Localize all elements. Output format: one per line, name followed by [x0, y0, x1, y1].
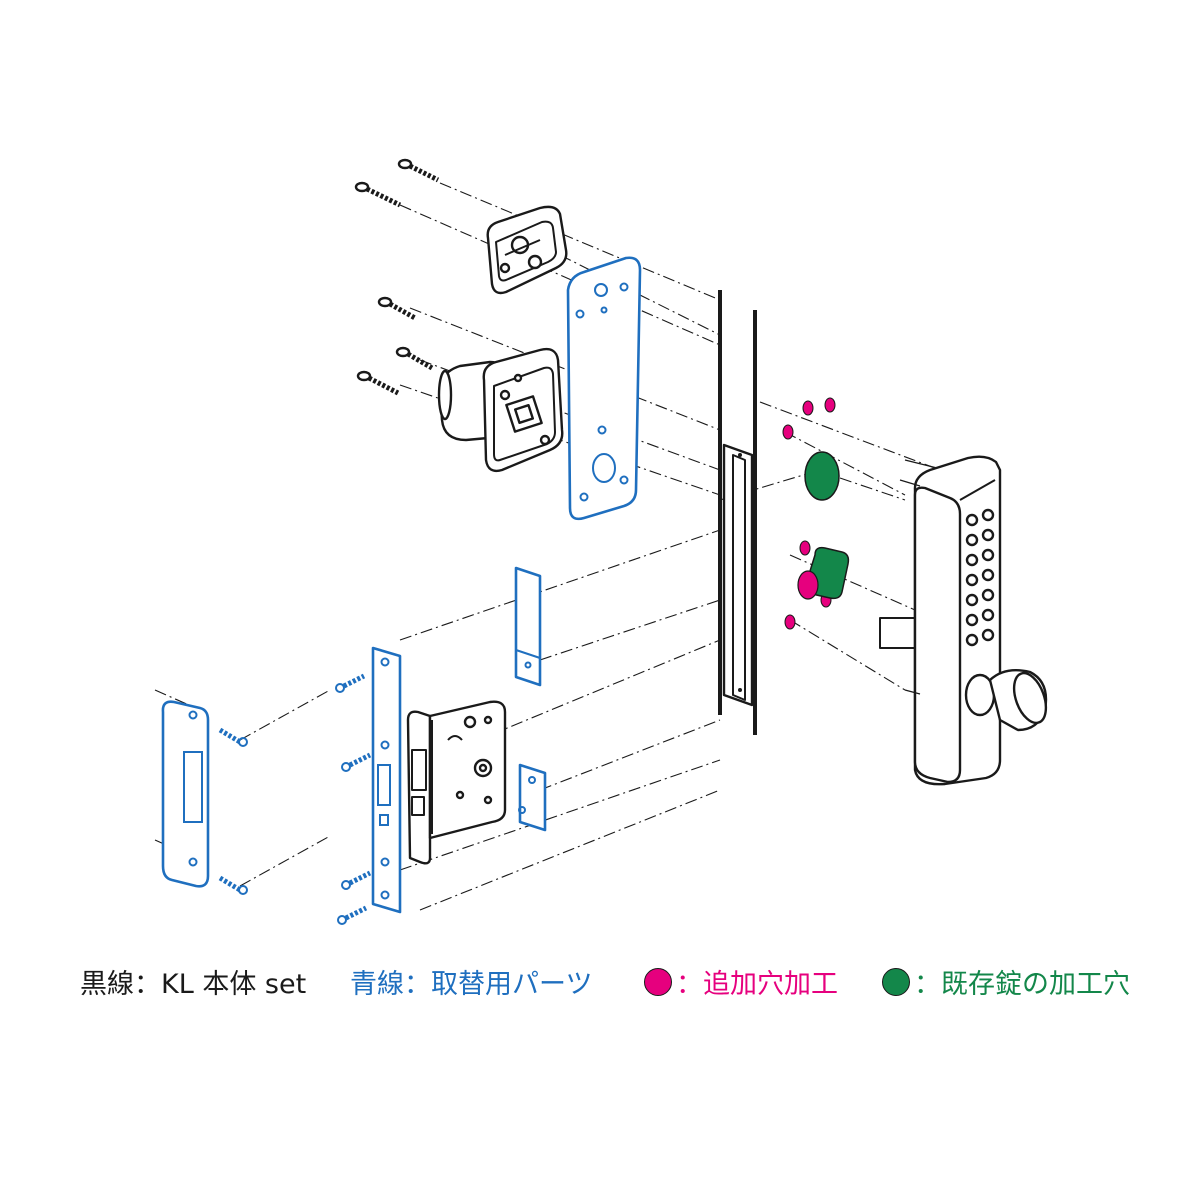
- mortise-lock-body: [406, 700, 507, 865]
- added-hole-icon: [824, 397, 836, 413]
- screw-icon: [341, 870, 372, 890]
- legend-pink-hole-label: ：追加穴加工: [676, 969, 838, 1000]
- legend-green-hole: ：既存錠の加工穴: [882, 962, 1130, 1001]
- legend-blue-line: 青線：取替用パーツ: [350, 962, 592, 1001]
- replacement-spacer-lower: [518, 763, 547, 832]
- screw-icon: [397, 158, 440, 183]
- added-hole-icon: [802, 400, 814, 416]
- screw-icon: [356, 370, 400, 396]
- legend-black-line: 黒線：KL 本体 set: [80, 962, 306, 1001]
- green-dot-icon: [882, 967, 910, 996]
- keypad-lock-unit: [879, 455, 1048, 786]
- lower-rose-with-cylinder: [437, 347, 564, 473]
- assembly-guide-lines: [154, 182, 941, 911]
- added-hole-icon: [784, 614, 796, 630]
- legend-pink-hole: ：追加穴加工: [644, 962, 838, 1001]
- replacement-backplate: [566, 256, 642, 521]
- screw-icon: [218, 727, 248, 747]
- replacement-screws: [218, 673, 372, 925]
- existing-lock-holes: [797, 451, 850, 600]
- legend-black-line-label: 黒線：KL 本体 set: [80, 969, 307, 1000]
- replacement-faceplate: [371, 646, 402, 914]
- screw-icon: [395, 346, 434, 371]
- screw-icon: [337, 905, 368, 925]
- legend: 黒線：KL 本体 set 青線：取替用パーツ ：追加穴加工 ：既存錠の加工穴: [0, 962, 1200, 1006]
- screw-icon: [335, 673, 366, 693]
- mounting-screws-top: [354, 158, 440, 396]
- replacement-spacer-upper: [514, 566, 542, 687]
- upper-rose-bracket: [486, 205, 568, 295]
- screw-icon: [377, 296, 417, 321]
- pink-dot-icon: [644, 967, 672, 996]
- legend-green-hole-label: ：既存錠の加工穴: [914, 969, 1130, 1000]
- existing-hole-icon: [804, 451, 840, 501]
- thumb-turn-knob-icon: [964, 669, 1048, 732]
- keypad-buttons: [965, 508, 995, 647]
- replacement-strike-plate: [161, 700, 210, 888]
- added-hole-icon: [797, 570, 819, 600]
- legend-blue-line-label: 青線：取替用パーツ: [350, 969, 593, 1000]
- screw-icon: [354, 181, 402, 208]
- screw-icon: [218, 875, 248, 895]
- door-panel: [718, 290, 757, 735]
- added-hole-icon: [799, 540, 811, 556]
- screw-icon: [341, 752, 372, 772]
- added-hole-icon: [782, 424, 794, 440]
- additional-drill-holes: [782, 397, 836, 630]
